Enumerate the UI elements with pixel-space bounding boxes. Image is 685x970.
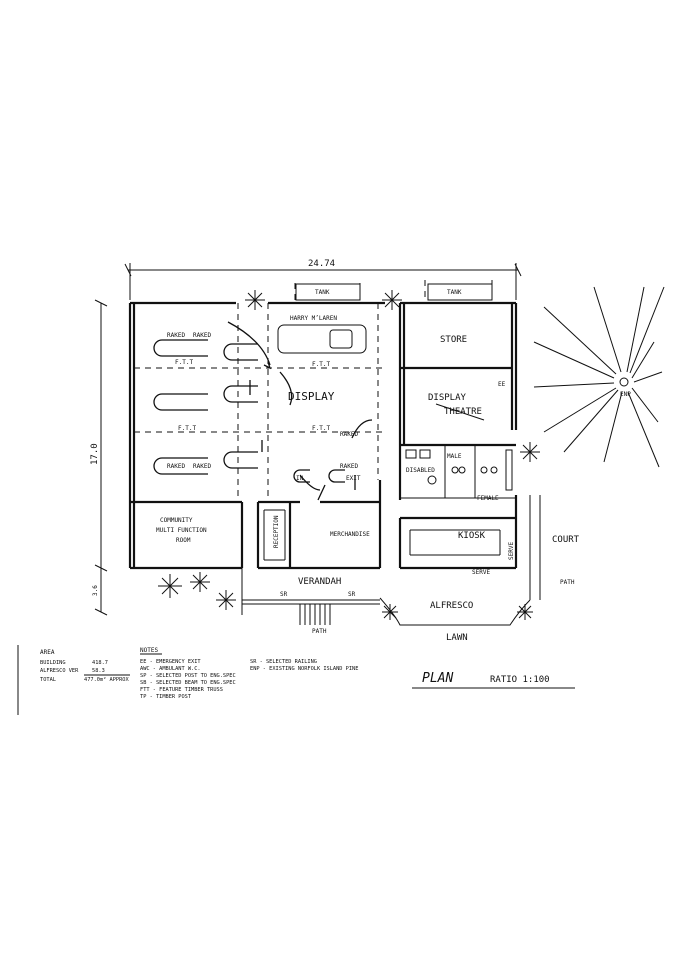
notes-title: NOTES — [140, 647, 158, 654]
tree-symbol — [190, 572, 210, 592]
sr-tag-1: SR — [280, 591, 288, 598]
circulation-arrows — [227, 321, 373, 501]
community-label-2: MULTI FUNCTION — [156, 527, 207, 534]
raked-tag-1: RAKED — [167, 332, 185, 339]
toilet-fixtures — [405, 449, 513, 491]
fft-tag-4: F.T.T — [312, 425, 330, 432]
path-right-label: PATH — [560, 579, 575, 586]
fft-tag-1: F.T.T — [175, 359, 193, 366]
plan-title: PLAN — [422, 671, 453, 686]
note-item: AWC - AMBULANT W.C. — [140, 666, 201, 672]
note-item: SB - SELECTED BEAM TO ENG.SPEC — [140, 680, 236, 686]
tree-symbol — [520, 442, 540, 462]
community-label-3: ROOM — [176, 537, 191, 544]
area-row-value: 418.7 — [92, 660, 108, 666]
area-row-value: 58.3 — [92, 668, 105, 674]
fft-tag-2: F.T.T — [312, 361, 330, 368]
harry-mclaren-exhibit: HARRY M’LAREN — [277, 315, 367, 354]
interior-walls — [130, 303, 516, 568]
in-tag: IN — [296, 475, 304, 482]
dimension-lines: 24.74 17.0 3.6 — [90, 259, 522, 616]
area-row-label: BUILDING — [40, 660, 66, 666]
female-label: FEMALE — [477, 495, 499, 502]
raked-tag-4: RAKED — [193, 463, 211, 470]
display-theatre-label-2: THEATRE — [444, 407, 482, 417]
note-item: FTT - FEATURE TIMBER TRUSS — [140, 687, 223, 693]
verandah-edges — [241, 495, 541, 626]
note-item: EE - EMERGENCY EXIT — [140, 659, 201, 665]
tanks: TANK TANK — [295, 283, 493, 301]
serve-label-1: SERVE — [508, 542, 515, 560]
verandah-label: VERANDAH — [298, 577, 341, 587]
dimension-height: 17.0 — [90, 443, 100, 465]
tree-symbol — [216, 590, 236, 610]
enp-tag: ENP — [620, 391, 631, 398]
tank-left-label: TANK — [315, 289, 330, 296]
tree-symbol — [517, 604, 533, 620]
note-item: ENP - EXISTING NORFOLK ISLAND PINE — [250, 666, 358, 672]
exit-tag: EXIT — [346, 475, 361, 482]
merchandise-label: MERCHANDISE — [330, 531, 370, 538]
sr-tag-2: SR — [348, 591, 356, 598]
tree-symbols — [158, 290, 540, 620]
disabled-label: DISABLED — [406, 467, 435, 474]
alfresco-label: ALFRESCO — [430, 601, 473, 611]
male-label: MALE — [447, 453, 462, 460]
plan-title-block: PLAN RATIO 1:100 — [412, 671, 575, 689]
notes-block: NOTES EE - EMERGENCY EXIT AWC - AMBULANT… — [140, 647, 358, 700]
truss-labels: F.T.T F.T.T F.T.T F.T.T — [175, 359, 330, 432]
area-row-value: 477.0m² APPROX — [84, 676, 129, 683]
raked-tag-2: RAKED — [193, 332, 211, 339]
display-theatre-label-1: DISPLAY — [428, 393, 467, 403]
raked-tag-5: RAKED — [340, 431, 358, 438]
tank-right-label: TANK — [447, 289, 462, 296]
fft-tag-3: F.T.T — [178, 425, 196, 432]
area-row-label: ALFRESCO VER — [40, 668, 79, 674]
court-label: COURT — [552, 535, 580, 545]
harry-mclaren-label: HARRY M’LAREN — [290, 315, 337, 322]
lawn-label: LAWN — [446, 633, 468, 643]
raked-tag-3: RAKED — [167, 463, 185, 470]
note-item: SP - SELECTED POST TO ENG.SPEC — [140, 673, 236, 679]
area-title: AREA — [40, 649, 55, 656]
raked-seating: RAKED RAKED RAKED RAKED RAKED RAKED — [153, 332, 358, 483]
serve-label-2: SERVE — [472, 569, 490, 576]
kiosk-label: KIOSK — [458, 531, 486, 541]
reception-label: RECEPTION — [273, 515, 280, 548]
store-label: STORE — [440, 335, 467, 345]
exterior-walls — [128, 301, 518, 570]
norfolk-pine-symbol: ENP — [533, 286, 665, 468]
raked-tag-6: RAKED — [340, 463, 358, 470]
area-row-label: TOTAL — [40, 677, 56, 683]
path-left-label: PATH — [312, 628, 327, 635]
dimension-verandah: 3.6 — [92, 585, 99, 596]
ee-tag: EE — [498, 381, 506, 388]
community-label-1: COMMUNITY — [160, 517, 193, 524]
tree-symbol — [382, 290, 402, 310]
area-table: AREA BUILDING 418.7 ALFRESCO VER 58.3 TO… — [17, 645, 130, 715]
display-main-label: DISPLAY — [288, 390, 335, 403]
dimension-width: 24.74 — [308, 259, 335, 269]
plan-ratio: RATIO 1:100 — [490, 675, 550, 685]
room-labels: DISPLAY STORE DISPLAY THEATRE COMMUNITY … — [156, 335, 580, 643]
note-item: SR - SELECTED RAILING — [250, 659, 317, 665]
note-item: TP - TIMBER POST — [140, 694, 192, 700]
tree-symbol — [245, 290, 265, 310]
tree-symbol — [158, 574, 182, 598]
tree-symbol — [382, 604, 398, 620]
